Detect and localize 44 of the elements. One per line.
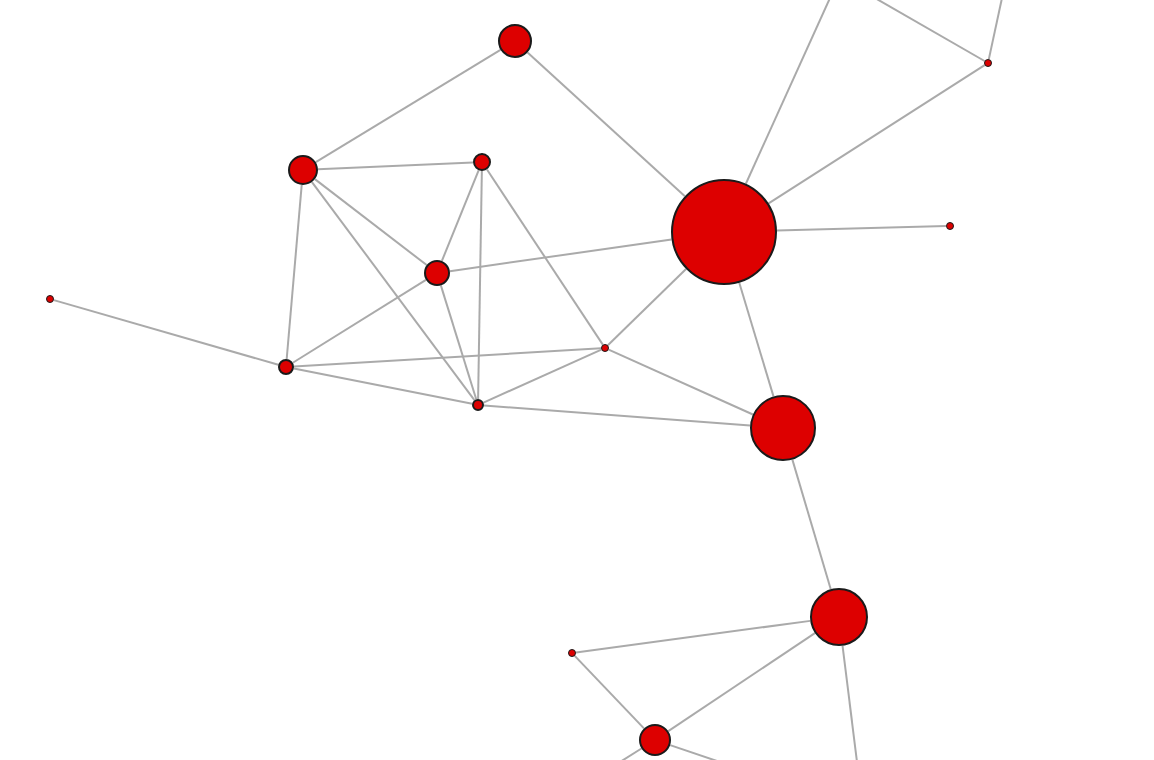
connector-line — [874, 0, 986, 62]
connector-line — [791, 458, 832, 591]
connector-line — [574, 619, 812, 654]
connector-line — [482, 348, 603, 404]
connector-line — [738, 281, 775, 398]
node-circle — [424, 260, 450, 286]
node-circle — [568, 649, 576, 657]
connector-line — [987, 0, 1003, 61]
connector-line — [767, 64, 986, 205]
connector-line — [667, 632, 816, 733]
connector-line — [606, 268, 688, 347]
connector-line — [448, 238, 673, 273]
connector-line — [291, 278, 427, 364]
connector-line — [285, 183, 303, 361]
node-circle — [473, 153, 491, 171]
connector-line — [744, 0, 831, 185]
node-circle — [810, 588, 868, 646]
connector-line — [526, 51, 686, 198]
connector-line — [776, 225, 947, 232]
connector-line — [293, 347, 602, 368]
connector-line — [841, 644, 858, 760]
node-circle — [288, 155, 318, 185]
node-circle — [984, 59, 992, 67]
node-circle — [946, 222, 954, 230]
connector-line — [485, 168, 604, 346]
node-circle — [498, 24, 532, 58]
connector-line — [477, 170, 483, 400]
node-circle — [639, 724, 671, 756]
connector-line — [439, 284, 478, 401]
connector-line — [483, 404, 752, 427]
node-circle — [472, 399, 484, 411]
connector-line — [607, 348, 754, 416]
connector-line — [317, 161, 474, 171]
connector-line — [52, 299, 280, 366]
connector-line — [573, 654, 645, 730]
node-circle — [278, 359, 294, 375]
connector-line — [619, 747, 643, 760]
connector-line — [310, 181, 476, 402]
connector-line — [440, 169, 480, 262]
node-circle — [601, 344, 609, 352]
connector-line — [314, 48, 502, 164]
node-circle — [46, 295, 54, 303]
connector-line — [313, 178, 428, 267]
connector-line — [292, 367, 474, 405]
